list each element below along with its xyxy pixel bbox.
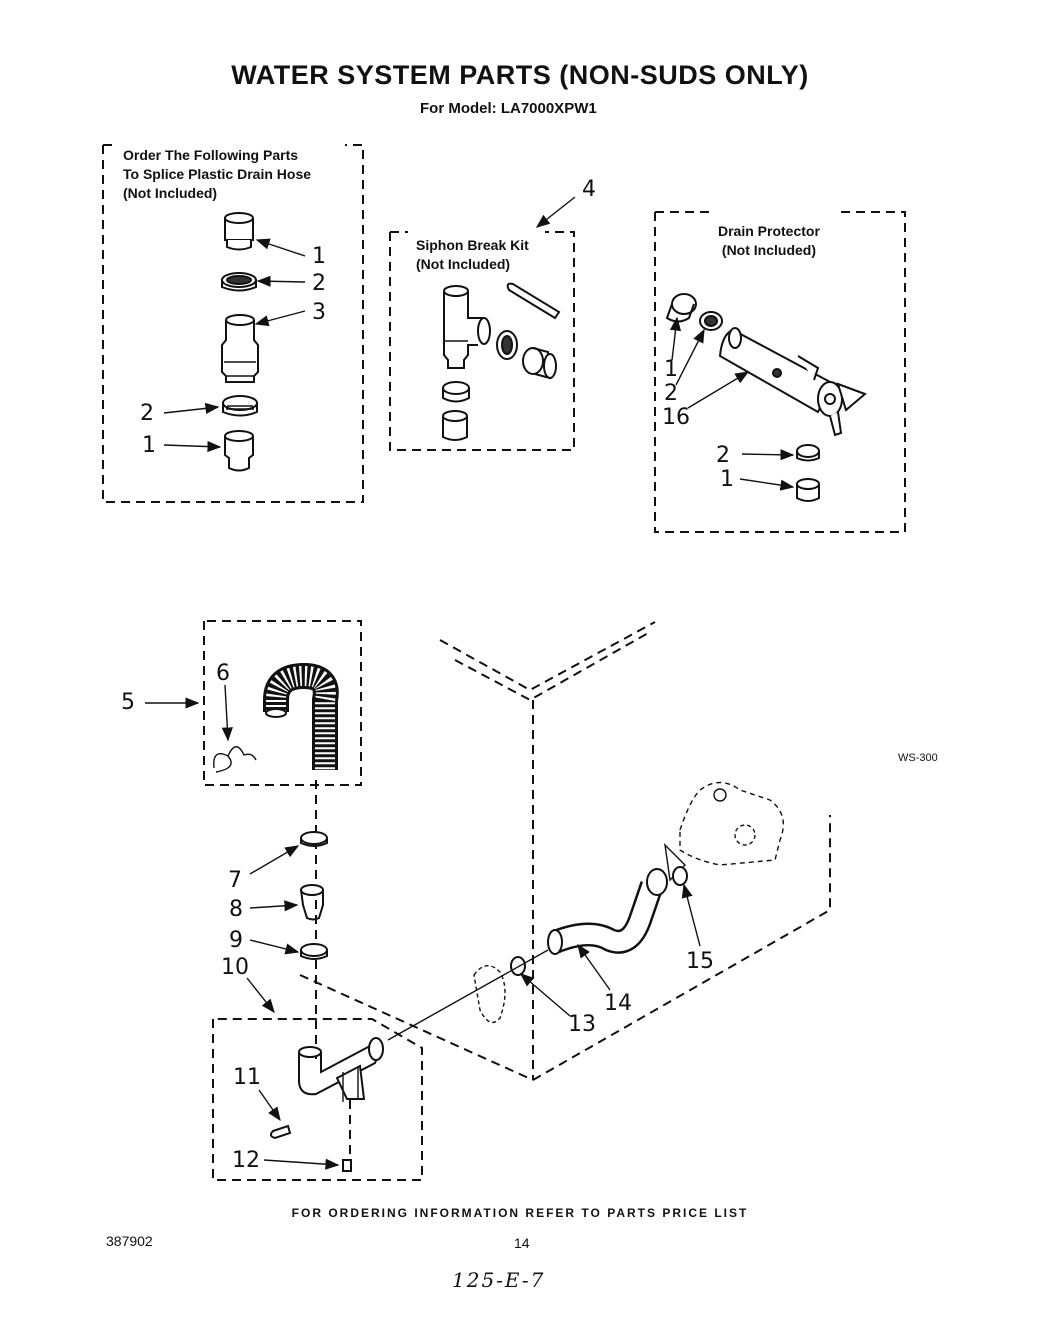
- callout-11: 11: [233, 1065, 261, 1090]
- callout-8: 8: [229, 897, 243, 922]
- splice-label-line-1: Order The Following Parts: [123, 147, 299, 163]
- connector-8: [300, 884, 324, 921]
- standpipe-box: [212, 1018, 423, 1181]
- splice-parts-box: [102, 144, 364, 503]
- drain-hose-box: [145, 620, 362, 786]
- drain-protector-box: [654, 211, 906, 533]
- main-callout-arrows-right: [519, 883, 701, 1017]
- splice-parts-stack: [221, 212, 259, 472]
- callout-15: 15: [686, 949, 714, 974]
- callout-dp-1-bottom: 1: [720, 467, 734, 492]
- drain-protector-label-line-2: (Not Included): [721, 242, 817, 258]
- clamp-7: [300, 831, 328, 847]
- ordering-note: FOR ORDERING INFORMATION REFER TO PARTS …: [291, 1206, 749, 1220]
- drain-protector-label-line-1: Drain Protector: [718, 223, 820, 239]
- standpipe-parts: [269, 1037, 384, 1172]
- cabinet-outline: [299, 621, 831, 1081]
- callout-7: 7: [228, 868, 242, 893]
- callout-splice-2-top: 2: [312, 271, 326, 296]
- main-callout-arrows-left: [246, 845, 340, 1170]
- drain-hose-14: [547, 868, 668, 955]
- callout-14: 14: [604, 991, 632, 1016]
- callout-splice-1-top: 1: [312, 244, 326, 269]
- siphon-box-label: Siphon Break Kit (Not Included): [416, 236, 529, 274]
- callout-6: 6: [216, 661, 230, 686]
- drain-protector-box-label: Drain Protector (Not Included): [718, 222, 820, 260]
- siphon-kit-parts: [442, 282, 561, 441]
- page-title: WATER SYSTEM PARTS (NON-SUDS ONLY): [231, 60, 809, 90]
- splice-label-line-2: To Splice Plastic Drain Hose: [123, 166, 312, 182]
- callout-dp-16: 16: [662, 405, 690, 430]
- drain-hose: [213, 662, 339, 773]
- callout-dp-2-top: 2: [664, 381, 678, 406]
- callout-splice-1-bottom: 1: [142, 433, 156, 458]
- callout-9: 9: [229, 928, 243, 953]
- drain-protector-parts: [665, 293, 867, 502]
- callout-dp-1-top: 1: [664, 357, 678, 382]
- callout-12: 12: [232, 1148, 260, 1173]
- callout-dp-2-bottom: 2: [716, 443, 730, 468]
- callout-splice-2-bottom: 2: [140, 401, 154, 426]
- splice-callout-arrows: [163, 238, 306, 453]
- siphon-kit-box: [389, 196, 576, 451]
- splice-box-label: Order The Following Parts To Splice Plas…: [123, 146, 311, 203]
- callout-10: 10: [221, 955, 249, 980]
- model-subtitle: For Model: LA7000XPW1: [420, 100, 597, 117]
- pump-assembly: [664, 781, 784, 882]
- drawing-code: WS-300: [898, 752, 938, 764]
- callout-siphon-4: 4: [582, 177, 596, 202]
- drain-protector-callout-arrows: [669, 316, 795, 491]
- page-number: 14: [514, 1235, 530, 1251]
- callout-5: 5: [121, 690, 135, 715]
- siphon-label-line-1: Siphon Break Kit: [416, 237, 529, 253]
- handwritten-note: 125-E-7: [452, 1268, 546, 1292]
- clamps-13-15: [387, 866, 688, 1041]
- clamp-9: [300, 943, 328, 960]
- splice-label-line-3: (Not Included): [123, 185, 218, 201]
- siphon-label-line-2: (Not Included): [416, 256, 511, 272]
- callout-13: 13: [568, 1012, 596, 1037]
- callout-splice-3: 3: [312, 300, 326, 325]
- document-number: 387902: [106, 1233, 153, 1249]
